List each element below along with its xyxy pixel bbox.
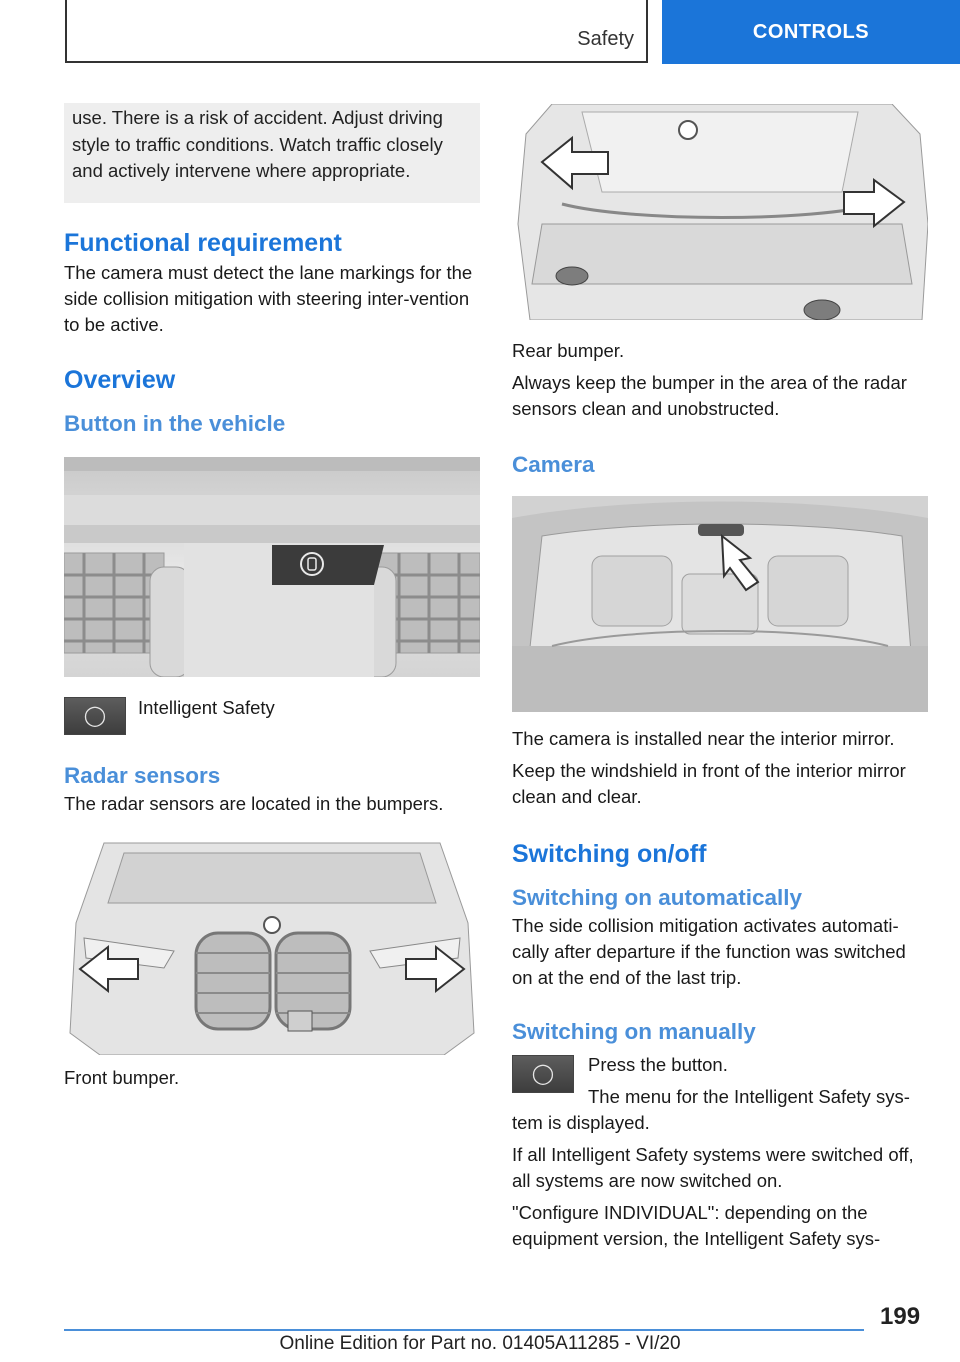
manual-instruction: ◯ Press the button. The menu for the Int… [512,1054,928,1110]
text-menu-displayed-cont: tem is displayed. [512,1112,650,1133]
heading-overview: Overview [64,365,176,394]
text-radar-sensors: The radar sensors are located in the bum… [64,792,444,814]
dashboard-illustration [64,456,480,677]
heading-button-in-vehicle: Button in the vehicle [64,410,286,436]
camera-illustration [512,496,928,712]
heading-switching-manual: Switching on manually [512,1019,756,1044]
button-legend-label: Intelligent Safety [138,696,275,718]
header-left-box: Safety [65,0,648,63]
right-column: Rear bumper. Always keep the bumper in t… [512,103,928,1252]
text-camera-location: The camera is installed near the interio… [512,728,895,749]
intelligent-safety-icon: ◯ [512,1055,574,1093]
front-bumper-illustration [69,842,475,1055]
figure-dashboard-button [64,456,480,677]
text-switching-auto: The side collision mitigation activates … [512,915,906,988]
text-all-switched-on: If all Intelligent Safety systems were s… [512,1144,914,1191]
header-section-title: Safety [577,28,634,50]
heading-switching-auto: Switching on automatically [512,885,803,910]
figure-rear-bumper [512,104,928,320]
intelligent-safety-icon: ◯ [64,696,126,735]
text-rear-bumper: Always keep the bumper in the area of th… [512,372,907,419]
text-press-button: Press the button. [588,1054,728,1075]
caption-front-bumper: Front bumper. [64,1066,180,1088]
figure-camera [512,496,928,712]
heading-functional-requirement: Functional requirement [64,228,342,257]
footer-rule [64,1329,864,1331]
text-configure-individual: "Configure INDIVIDUAL": depending on the… [512,1202,881,1249]
heading-radar-sensors: Radar sensors [64,762,221,788]
text-functional-requirement: The camera must detect the lane markings… [64,261,473,335]
arrow-icon [78,944,466,993]
footer-edition: Online Edition for Part no. 01405A11285 … [279,1333,681,1354]
warning-box: use. There is a risk of accident. Adjust… [64,103,480,203]
button-legend: ◯ Intelligent Safety [64,696,480,735]
arrow-icon [720,533,760,592]
text-camera-clean: Keep the windshield in front of the inte… [512,760,906,807]
figure-front-bumper [64,832,480,1055]
heading-switching: Switching on/off [512,840,707,868]
header-chapter-tab: CONTROLS [662,0,960,64]
rear-bumper-illustration [517,104,928,320]
caption-rear-bumper: Rear bumper. [512,340,625,361]
text-menu-displayed: The menu for the Intelligent Safety sys- [588,1086,910,1107]
heading-camera: Camera [512,452,595,477]
page-number: 199 [880,1303,921,1330]
left-column: use. There is a risk of accident. Adjust… [64,103,480,1091]
